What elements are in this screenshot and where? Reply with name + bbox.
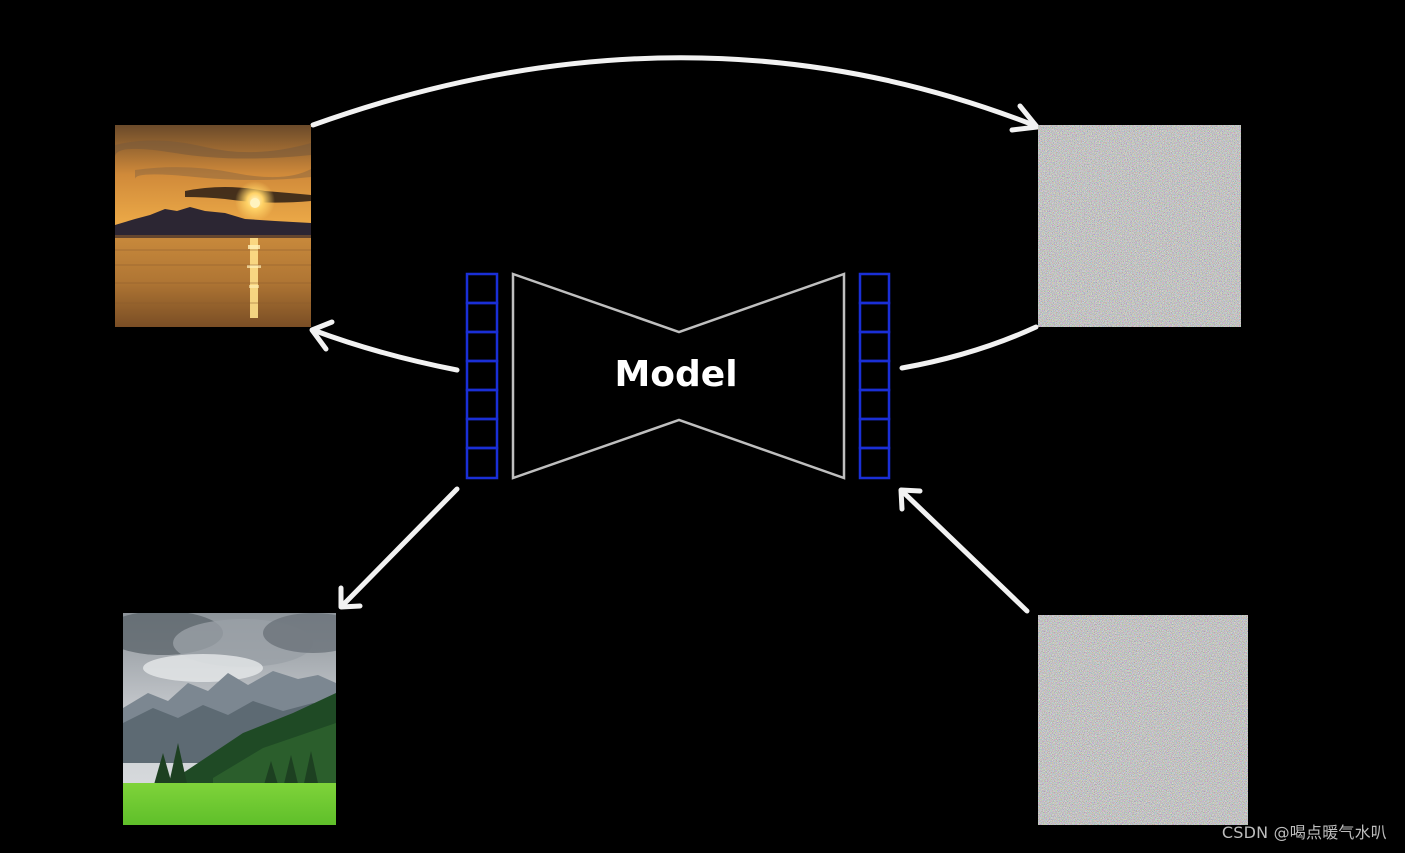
- latent-cell: [858, 388, 891, 421]
- latent-cell: [465, 417, 499, 450]
- latent-cell: [465, 330, 499, 363]
- arrow-forward-noising: [310, 55, 1039, 129]
- noise-image-top: [1038, 125, 1241, 327]
- arrow-forward-noising-head: [1009, 103, 1040, 133]
- arrow-latent-to-sunset-head: [309, 319, 335, 352]
- latent-cell: [858, 359, 891, 392]
- latent-cell: [858, 446, 891, 480]
- mountain-meadow-image: [123, 613, 336, 825]
- arrow-noise-bottom-to-latent: [899, 488, 1030, 614]
- arrow-latent-to-sunset: [310, 327, 460, 373]
- latent-cell: [465, 272, 499, 305]
- model-shape: [511, 272, 846, 480]
- latent-cell: [858, 301, 891, 334]
- latent-vector-left: [465, 272, 499, 480]
- latent-cell: [858, 417, 891, 450]
- arrow-noise-bottom-to-latent-head: [898, 487, 923, 512]
- arrows: [309, 55, 1040, 614]
- watermark: CSDN @喝点暖气水叭: [1221, 823, 1387, 842]
- latent-cell: [858, 330, 891, 363]
- latent-cell: [465, 301, 499, 334]
- noise-image-bottom: [1038, 615, 1248, 825]
- model: Model: [511, 272, 846, 480]
- latent-cell: [858, 272, 891, 305]
- latent-cell: [465, 446, 499, 480]
- latent-cell: [465, 359, 499, 392]
- arrow-latent-to-mountain-head: [338, 585, 363, 610]
- sunset-lake-image: [115, 125, 311, 327]
- latent-cell: [465, 388, 499, 421]
- arrow-noise-to-latent: [899, 324, 1039, 371]
- latent-vector-right: [858, 272, 891, 480]
- model-label: Model: [614, 354, 737, 395]
- arrow-latent-to-mountain: [339, 486, 460, 609]
